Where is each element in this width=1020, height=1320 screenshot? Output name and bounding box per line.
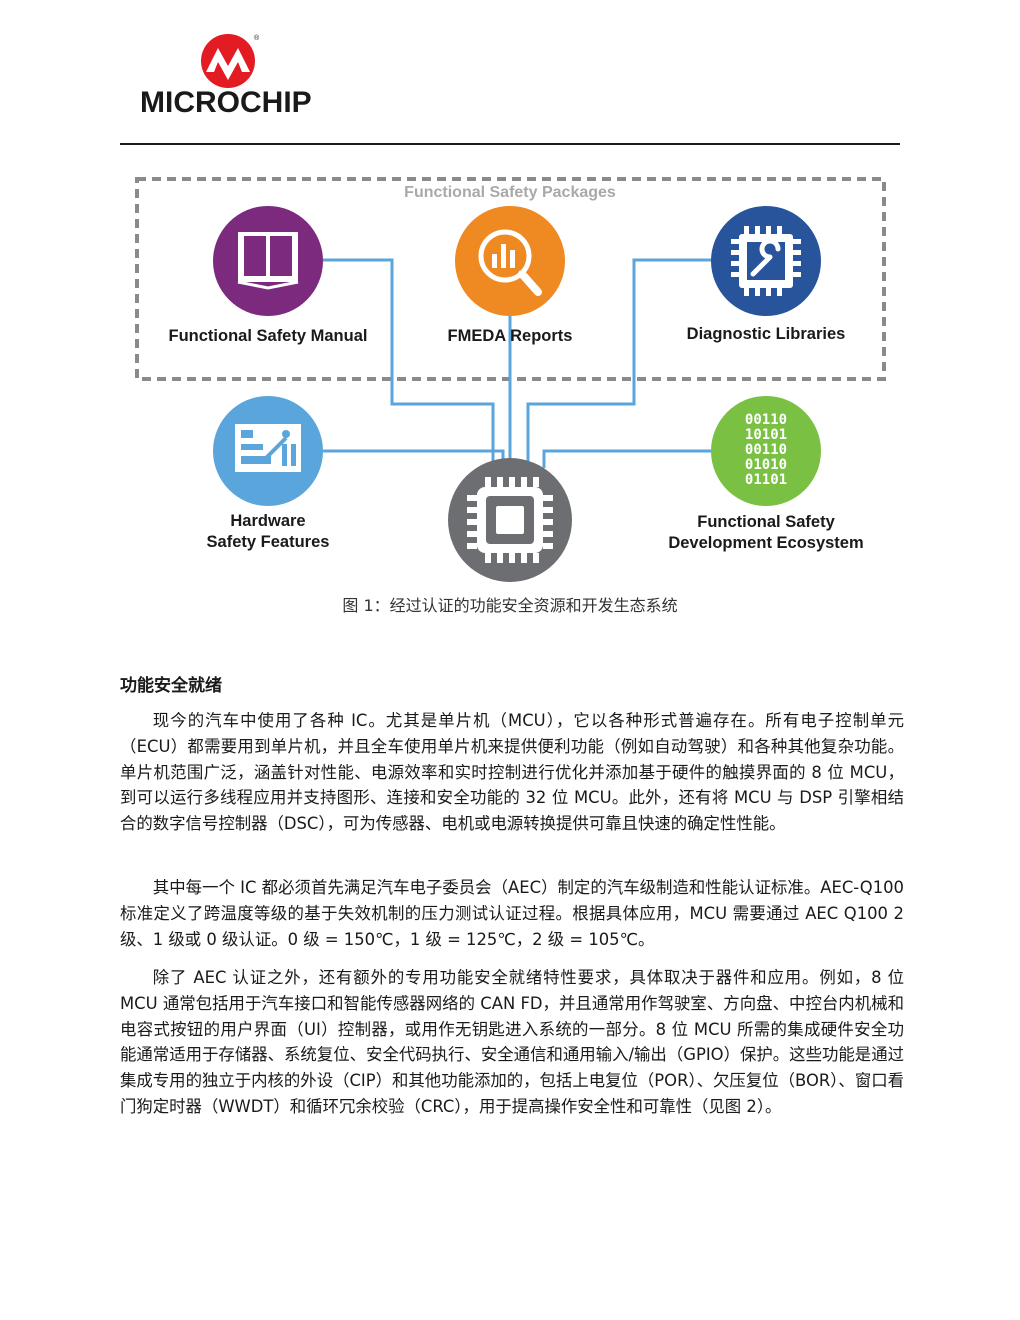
connector-manual [323,258,495,468]
svg-text:®: ® [254,34,260,42]
paragraph-3: 除了 AEC 认证之外，还有额外的专用功能安全就绪特性要求，具体取决于器件和应用… [120,968,904,1116]
chip-center-node-icon [448,458,572,582]
section-heading: 功能安全就绪 [120,676,222,696]
binary-line: 00110 [745,412,787,428]
diagnostic-node-icon [711,206,821,316]
fmeda-node-icon [455,206,565,316]
fmeda-node-label: FMEDA Reports [447,327,573,345]
ecosystem-node-label-line1: Functional Safety [697,513,835,531]
hardware-node-label-line2: Safety Features [206,533,330,551]
connector-hardware [323,449,505,468]
hardware-node-label-line1: Hardware [230,512,306,530]
logo-wordmark: MICROCHIP [140,86,312,119]
figure-caption: 图 1：经过认证的功能安全资源和开发生态系统 [342,596,678,615]
hardware-node-icon [213,396,323,506]
package-title: Functional Safety Packages [404,184,616,201]
hardware-node-label: Hardware Safety Features [158,511,378,553]
ecosystem-node-label-line2: Development Ecosystem [668,534,864,552]
binary-line: 10101 [745,427,787,443]
connector-ecosystem [542,449,714,468]
ecosystem-node-label: Functional Safety Development Ecosystem [646,512,886,554]
binary-line: 01010 [745,457,787,473]
binary-line: 00110 [745,442,787,458]
microchip-logo-mark-icon: ® [201,34,260,88]
binary-line: 01101 [745,472,787,488]
manual-node-label: Functional Safety Manual [168,327,368,345]
diagnostic-node-label: Diagnostic Libraries [686,325,846,343]
paragraph-2: 其中每一个 IC 都必须首先满足汽车电子委员会（AEC）制定的汽车级制造和性能认… [120,878,904,949]
manual-node-icon [213,206,323,316]
microchip-logo: ® MICROCHIP [140,30,320,130]
connector-diagnostic [526,258,714,468]
header-divider [120,143,900,145]
paragraph-1: 现今的汽车中使用了各种 IC。尤其是单片机（MCU），它以各种形式普遍存在。所有… [120,711,904,834]
